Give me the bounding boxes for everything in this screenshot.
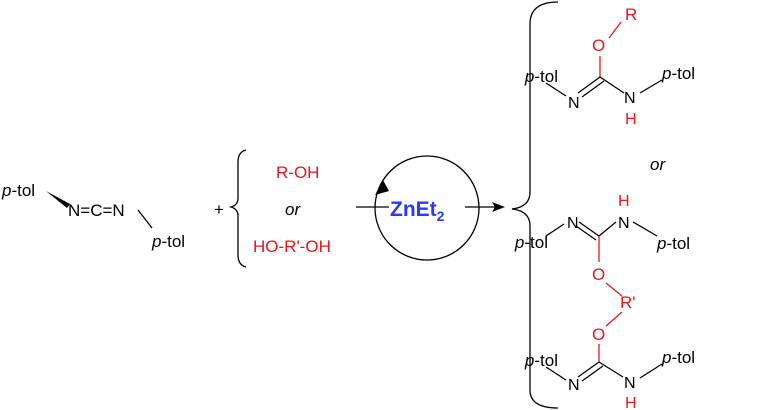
catalytic-cycle-circle bbox=[374, 155, 480, 261]
bond bbox=[545, 223, 565, 237]
oxygen-atom: O bbox=[592, 265, 605, 284]
double-bond bbox=[577, 76, 601, 94]
bond bbox=[639, 363, 663, 379]
hydrogen-atom: H bbox=[625, 395, 637, 410]
nitrogen-atom: N bbox=[568, 377, 580, 394]
nitrogen-atom: N bbox=[618, 215, 630, 232]
catalyst-backdrop bbox=[389, 196, 465, 220]
bond bbox=[599, 76, 625, 94]
ptol-label: p-tol bbox=[661, 64, 695, 83]
bond bbox=[639, 79, 663, 94]
r-prime-group: R' bbox=[620, 293, 636, 312]
oxygen-atom: O bbox=[592, 36, 605, 55]
bis-isourea-product: H N N p-tol p-tol O R' O N N H p-tol p-t… bbox=[514, 193, 695, 410]
cycle-arrow-head bbox=[375, 180, 389, 195]
ptol-suffix: -tol bbox=[11, 181, 35, 200]
nitrogen-atom: N bbox=[624, 90, 636, 107]
nitrogen-atom: N bbox=[624, 375, 636, 392]
diol-reagent: HO-R'-OH bbox=[253, 237, 331, 256]
r-group: R bbox=[625, 5, 637, 24]
oxygen-atom: O bbox=[592, 325, 605, 344]
double-bond bbox=[575, 225, 597, 241]
ptol-italic-p: p bbox=[1, 181, 11, 200]
nitrogen-atom: N bbox=[567, 215, 579, 232]
carbodiimide-core: N=C=N bbox=[68, 201, 125, 220]
bond bbox=[605, 282, 623, 297]
bond bbox=[598, 221, 617, 237]
bond bbox=[608, 21, 622, 39]
bond bbox=[545, 82, 567, 97]
double-bond bbox=[578, 221, 600, 237]
alcohol-reagent: R-OH bbox=[276, 163, 319, 182]
ptol-label: p-tol bbox=[524, 67, 558, 86]
ptol-label: p-tol bbox=[524, 351, 558, 370]
or-text: or bbox=[285, 200, 301, 219]
catalyst-label: ZnEt2 bbox=[390, 198, 445, 224]
hydrogen-atom: H bbox=[618, 193, 630, 210]
nitrogen-atom: N bbox=[568, 95, 580, 112]
double-bond bbox=[581, 80, 605, 98]
bond bbox=[632, 221, 658, 237]
catalytic-arrow: ZnEt2 bbox=[356, 155, 505, 261]
arrow-head bbox=[492, 202, 505, 212]
bond bbox=[137, 209, 153, 229]
bond bbox=[605, 311, 623, 327]
isourea-product: R O N N H p-tol p-tol bbox=[524, 5, 695, 128]
or-text: or bbox=[650, 155, 666, 174]
bond bbox=[598, 361, 624, 378]
double-bond bbox=[581, 365, 604, 382]
ptol-label: p-tol bbox=[151, 232, 185, 251]
double-bond bbox=[577, 361, 600, 378]
wedge-bond bbox=[46, 191, 70, 208]
bond bbox=[545, 366, 567, 381]
ptol-label: p-tol bbox=[1, 181, 35, 200]
reagent-brace bbox=[228, 149, 247, 268]
ptol-label: p-tol bbox=[656, 234, 690, 253]
ptol-label: p-tol bbox=[514, 233, 548, 252]
product-brace bbox=[511, 1, 559, 409]
carbodiimide-reactant: p-tol N=C=N p-tol bbox=[1, 181, 185, 251]
plus-sign: + bbox=[214, 200, 224, 219]
ptol-label: p-tol bbox=[661, 348, 695, 367]
hydrogen-atom: H bbox=[625, 111, 637, 128]
